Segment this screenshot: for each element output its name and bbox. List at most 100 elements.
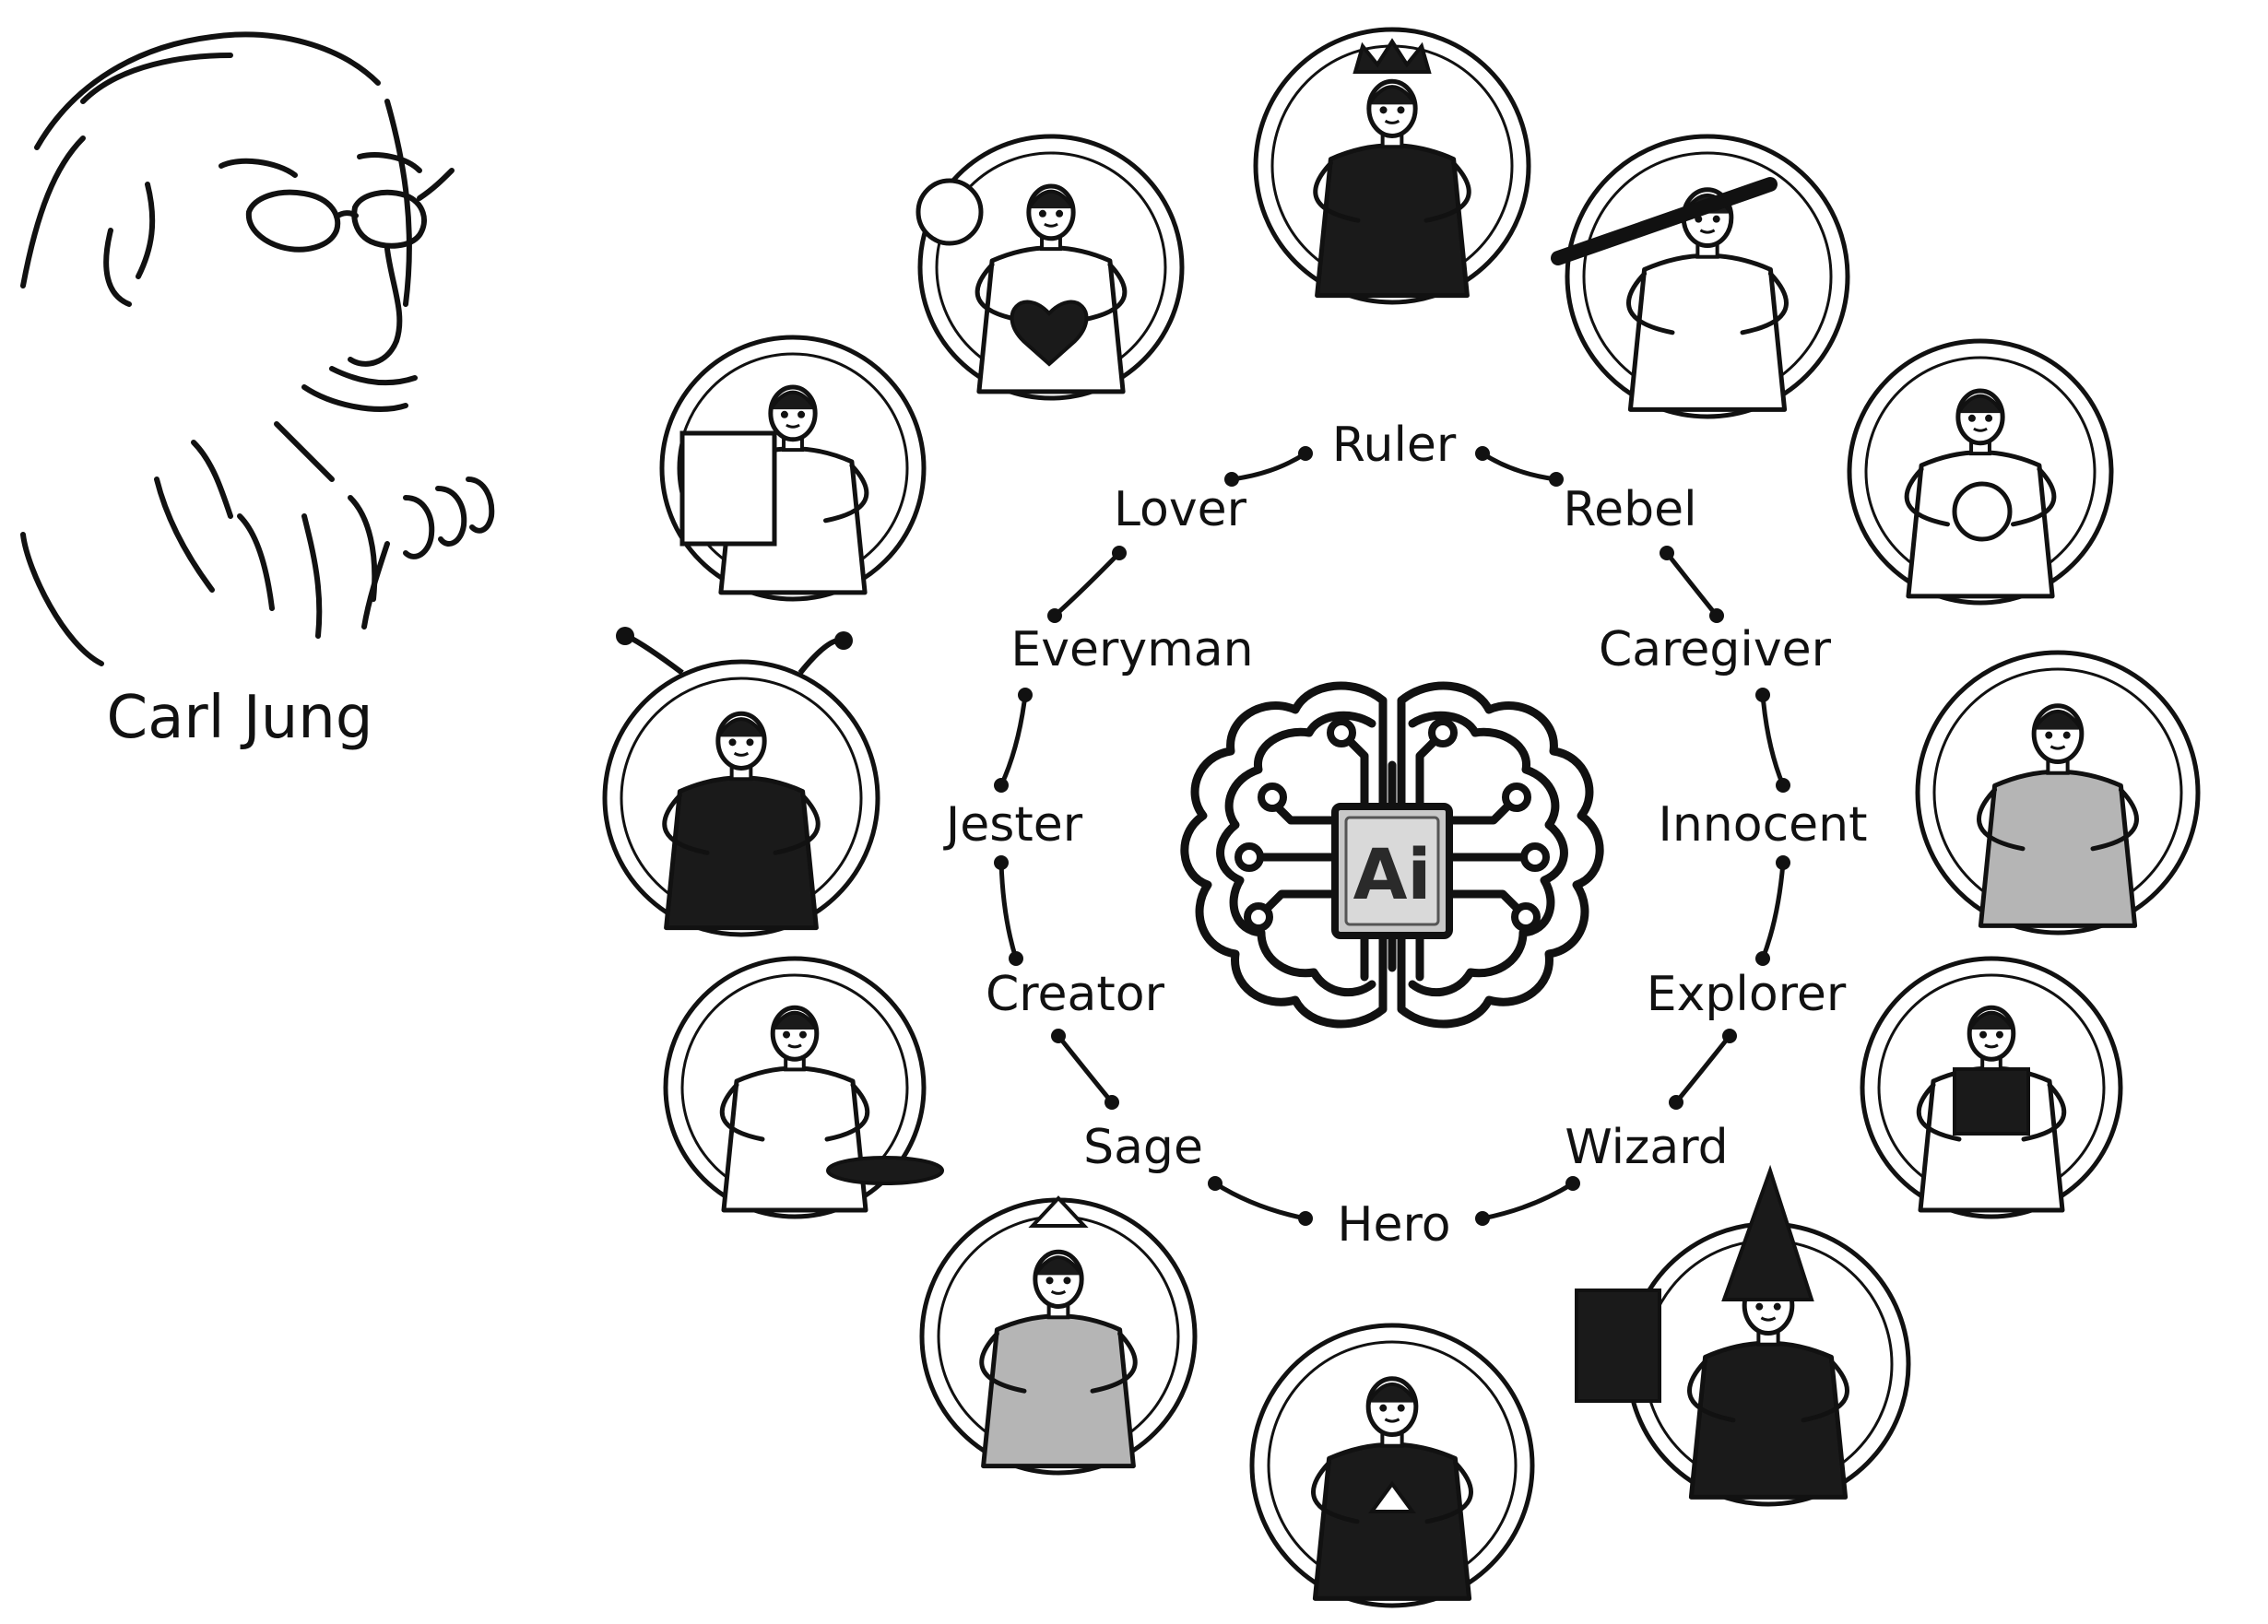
figure-hair (1366, 1383, 1418, 1404)
connector-dot (1776, 778, 1790, 793)
label-everyman: Everyman (1010, 622, 1253, 677)
figure-mouth (1384, 119, 1400, 124)
figure-arm-left (1313, 160, 1361, 223)
connector-line (998, 862, 1019, 959)
figure-eye (1056, 209, 1064, 218)
figure-eye (728, 738, 737, 747)
medallion-sage (919, 1195, 1198, 1476)
connector-dot (994, 778, 1009, 793)
medallion-rebel (1551, 134, 1850, 419)
crown-icon (1353, 38, 1432, 74)
figure-eye (1712, 215, 1720, 223)
label-rebel: Rebel (1563, 482, 1696, 537)
figure-mouth (1044, 222, 1058, 228)
connector-dot (1051, 1029, 1066, 1043)
figure-arm-left (1904, 466, 1950, 527)
connector-line (1482, 1181, 1575, 1221)
figure-body (721, 1065, 868, 1213)
figure-hair (2032, 710, 2084, 731)
spellbook-icon (1575, 1289, 1661, 1403)
figure-arm-right (2011, 466, 2057, 527)
figure-mouth (1973, 427, 1988, 432)
connector-dot (1669, 1095, 1683, 1110)
label-lover: Lover (1114, 482, 1247, 537)
bat-icon (1551, 177, 1778, 265)
figure-eye (2045, 731, 2053, 739)
figure-body (981, 1313, 1136, 1469)
palette-icon (826, 1156, 944, 1185)
figure-hair (1967, 1011, 2015, 1031)
carl-jung-portrait (20, 31, 495, 666)
medallion-ruler (1253, 27, 1531, 305)
medallion-caregiver (1847, 338, 2114, 606)
figure-arm-right (824, 1082, 870, 1142)
figure-body (664, 775, 819, 931)
connector-dot (1776, 855, 1790, 870)
ai-badge-text: Ai (1353, 833, 1432, 915)
medallion-jester (602, 627, 880, 937)
label-innocent: Innocent (1659, 797, 1868, 853)
connector-dot (1565, 1176, 1580, 1191)
medallion-hero (1249, 1323, 1535, 1608)
medallion-innocent (1915, 650, 2201, 936)
figure-eye (798, 1030, 807, 1039)
figure-arm-left (1977, 787, 2026, 852)
carl-jung-caption: Carl Jung (107, 684, 373, 752)
figure-mouth (1050, 1289, 1067, 1295)
jester-bell-icon (834, 631, 853, 650)
label-ruler: Ruler (1332, 418, 1457, 473)
heart-icon (1010, 300, 1089, 367)
connector-line (1231, 451, 1307, 482)
figure-arm-left (979, 1331, 1027, 1394)
connector-dot (1755, 951, 1770, 966)
label-explorer: Explorer (1647, 967, 1847, 1022)
figure-arm-right (823, 463, 869, 524)
figure-arm-right (1424, 1460, 1473, 1524)
figure-eye (2062, 731, 2071, 739)
medallion-explorer (1860, 956, 2123, 1219)
figure-arm-left (719, 1082, 765, 1142)
figure-arm-right (1740, 271, 1789, 335)
connector-dot (1298, 446, 1313, 461)
label-wizard: Wizard (1565, 1120, 1728, 1175)
label-caregiver: Caregiver (1599, 622, 1832, 677)
backpack-icon (1953, 1067, 2030, 1136)
figure-hair (1034, 1255, 1083, 1277)
figure-arm-right (2021, 1082, 2067, 1142)
hero-emblem-icon (1368, 1480, 1416, 1513)
connector-dot (1047, 608, 1062, 623)
connector-line (1760, 862, 1786, 959)
figure-eye (1397, 1404, 1405, 1412)
figure-eye (1967, 414, 1976, 422)
connector-line (1481, 451, 1557, 482)
figure-arm-left (662, 793, 710, 855)
connector-line (1760, 694, 1786, 786)
figure-arm-left (1626, 271, 1675, 335)
bouquet-icon (915, 178, 984, 246)
figure-eye (1063, 1277, 1071, 1285)
connector-dot (1009, 951, 1023, 966)
connector-line (1057, 1034, 1114, 1104)
wizard-hat-icon (1721, 1164, 1814, 1301)
figure-arm-right (1081, 262, 1128, 323)
figure-body (1688, 1340, 1849, 1500)
archetype-medallions (602, 27, 2201, 1608)
connector-dot (1722, 1029, 1737, 1043)
sage-headdress-icon (1028, 1195, 1089, 1228)
connector-dot (1112, 546, 1127, 560)
figure-mouth (787, 1043, 802, 1049)
connector-line (998, 694, 1028, 787)
figure-eye (1985, 414, 1993, 422)
connector-dot (1298, 1211, 1313, 1226)
figure-mouth (1384, 1418, 1400, 1423)
figure-hair (1367, 85, 1417, 106)
connector-dot (1475, 1211, 1490, 1226)
connector-dot (1208, 1176, 1223, 1191)
connector-line (1665, 551, 1719, 618)
connector-dot (1660, 546, 1674, 560)
label-jester: Jester (943, 797, 1083, 853)
figure-hair (1027, 189, 1075, 210)
connector-dot (1018, 688, 1033, 702)
figure-mouth (1760, 1316, 1777, 1322)
connector-line (1213, 1181, 1306, 1221)
